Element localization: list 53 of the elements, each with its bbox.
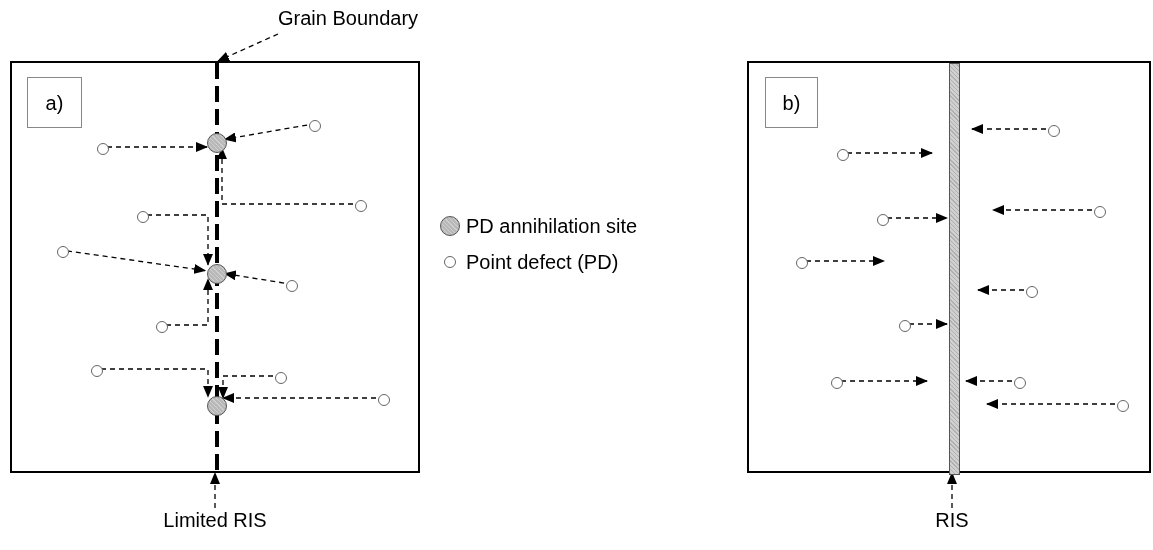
leader-arrow [210, 472, 220, 509]
segregation-band [949, 63, 960, 475]
legend-label: Point defect (PD) [466, 250, 619, 274]
point-defect [156, 321, 168, 333]
callout-label: Grain Boundary [278, 6, 418, 34]
point-defect [309, 120, 321, 132]
arrow [992, 205, 1093, 215]
arrow [106, 142, 208, 152]
arrow [146, 214, 213, 266]
point-defect [837, 149, 849, 161]
panel-label: b) [765, 77, 818, 128]
callout-label: RIS [922, 508, 982, 536]
arrow [971, 124, 1047, 134]
arrow [218, 375, 274, 399]
arrow [805, 256, 885, 266]
point-defect [275, 372, 287, 384]
leader-arrow [217, 33, 279, 62]
arrow [840, 376, 928, 386]
point-defect [97, 143, 109, 155]
arrow [886, 213, 948, 223]
arrow [986, 399, 1116, 409]
panel-frame [10, 61, 420, 473]
point-defect [877, 214, 889, 226]
arrow [66, 250, 207, 274]
arrow [965, 376, 1013, 386]
point-defect [796, 257, 808, 269]
arrow [100, 368, 213, 398]
panel-frame [747, 61, 1151, 473]
arrow [222, 393, 377, 403]
point-defect [831, 377, 843, 389]
arrow [165, 278, 213, 326]
annihilation-site [207, 264, 227, 284]
point-defect [355, 200, 367, 212]
arrow [846, 148, 933, 158]
point-defect [91, 365, 103, 377]
annihilation-site [207, 396, 227, 416]
point-defect [137, 211, 149, 223]
point-defect [1117, 400, 1129, 412]
point-defect [286, 280, 298, 292]
leader-arrow [947, 472, 957, 509]
point-defect [1094, 206, 1106, 218]
arrow [977, 285, 1025, 295]
annihilation-site [207, 133, 227, 153]
point-defect [378, 394, 390, 406]
point-defect [1048, 125, 1060, 137]
point-defect [1014, 377, 1026, 389]
point-defect [899, 320, 911, 332]
callout-label: Limited RIS [150, 508, 280, 536]
point-defect [57, 246, 69, 258]
legend-label: PD annihilation site [466, 214, 638, 238]
arrow [908, 319, 948, 329]
point-defect [1026, 286, 1038, 298]
panel-label: a) [27, 77, 82, 128]
